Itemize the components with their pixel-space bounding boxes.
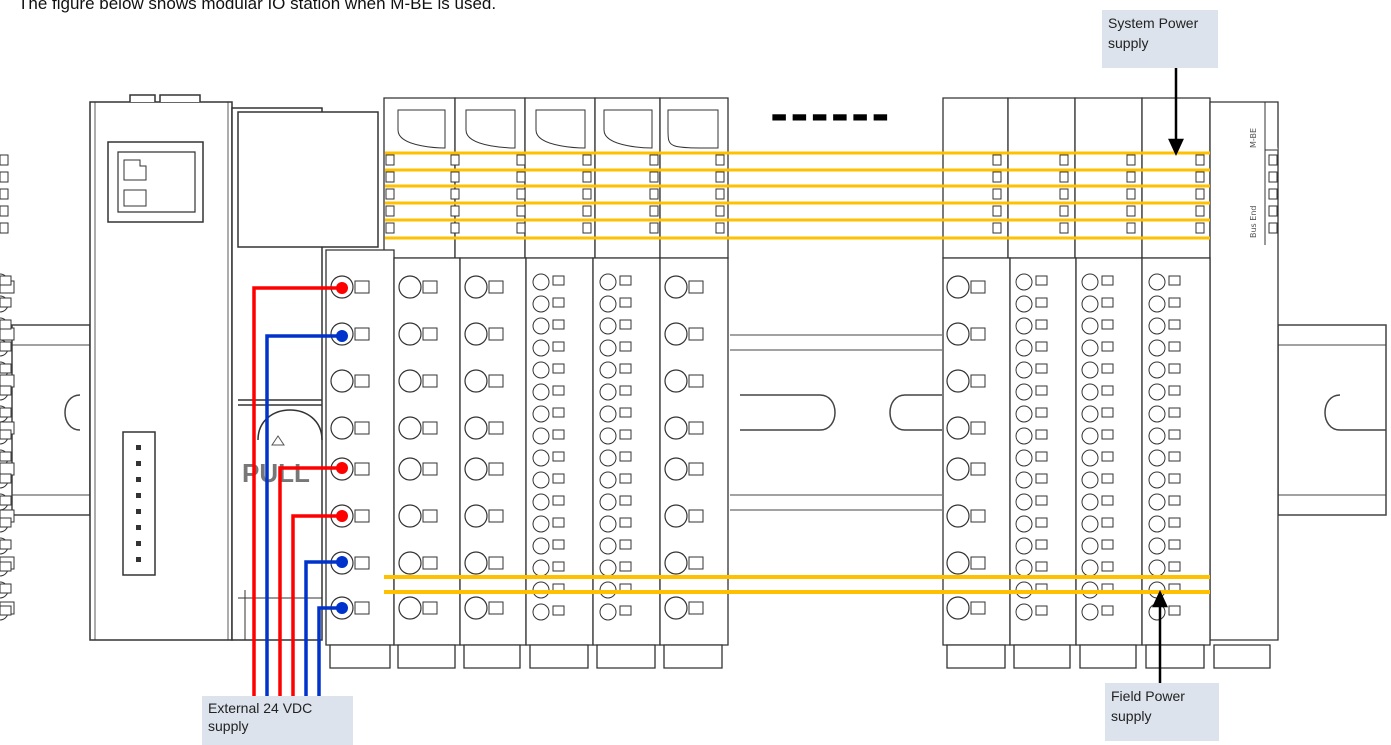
continuation-dashes: ------ — [770, 90, 892, 141]
field-power-line1: Field Power — [1111, 686, 1213, 706]
external-supply-line2: supply — [208, 717, 347, 735]
pull-label: PULL — [242, 458, 310, 488]
external-supply-callout: External 24 VDC supply — [202, 696, 353, 745]
system-power-line2: supply — [1108, 33, 1212, 53]
field-power-callout: Field Power supply — [1105, 683, 1219, 741]
dip-switch-icon — [123, 432, 155, 575]
end-module-sub: Bus End — [1249, 206, 1258, 238]
external-supply-line1: External 24 VDC — [208, 699, 347, 717]
system-power-callout: System Power supply — [1102, 10, 1218, 68]
system-power-line1: System Power — [1108, 13, 1212, 33]
module-tops-left — [384, 98, 728, 258]
field-power-line2: supply — [1111, 706, 1213, 726]
end-module-name: M-BE — [1249, 128, 1258, 148]
